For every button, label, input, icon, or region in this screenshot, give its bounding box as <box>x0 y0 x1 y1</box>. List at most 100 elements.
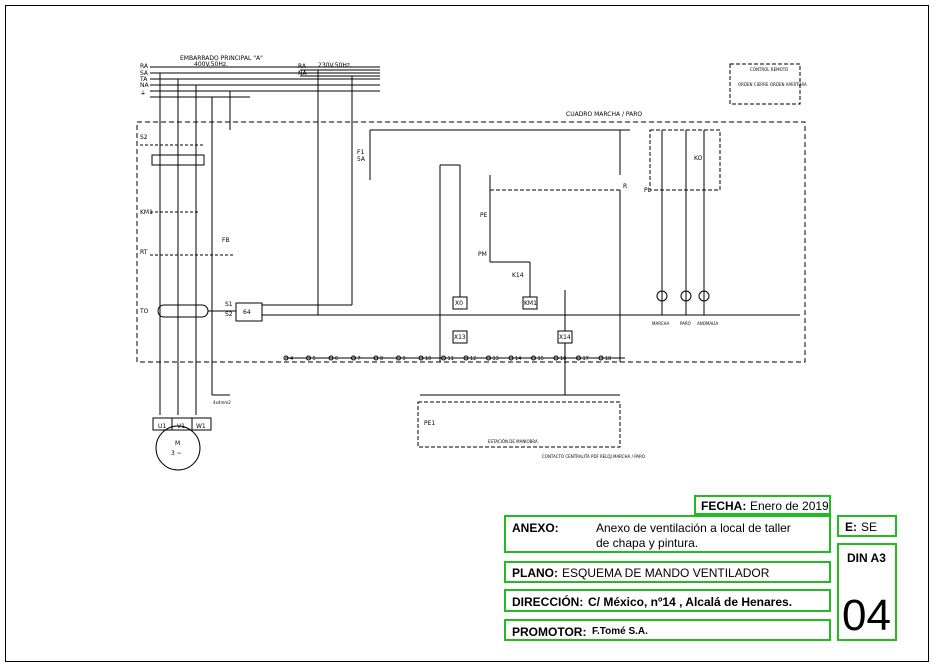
motor-terminal-v1: V1 <box>177 423 185 430</box>
remote-close: ORDEN CIERRE <box>738 82 769 87</box>
busbar-main-spec: 400V.50Hz. <box>194 61 228 68</box>
phase-na: NA <box>140 82 149 89</box>
fecha-box: FECHA: Enero de 2019 <box>694 495 831 515</box>
terminal-number: 4 <box>290 356 293 362</box>
terminal-number: 12 <box>470 356 476 362</box>
phase-ground: ⏚ <box>140 90 146 97</box>
device-rt: RT <box>140 249 148 256</box>
plano-box: PLANO: ESQUEMA DE MANDO VENTILADOR <box>504 561 831 583</box>
phase-ra: RA <box>140 63 149 70</box>
panel-label: CUADRO MARCHA / PARO <box>566 111 642 118</box>
ground-note: 4x4mm2 <box>213 400 231 405</box>
device-k14: K14 <box>512 272 524 279</box>
direccion-value: C/ México, nº14 , Alcalá de Henares. <box>588 595 793 609</box>
terminal-number: 18 <box>605 356 611 362</box>
fecha-label: FECHA: <box>701 499 747 513</box>
anexo-value-line2: de chapa y pintura. <box>596 536 699 550</box>
motor-terminal-u1: U1 <box>158 423 166 430</box>
device-f1-rating: 5A <box>357 156 366 163</box>
motor-sub: 3 ~ <box>171 450 182 457</box>
terminal-number: 15 <box>538 356 544 362</box>
terminal-number: 11 <box>448 356 454 362</box>
terminal-point <box>531 355 536 361</box>
device-s2b: S2 <box>225 311 233 318</box>
direccion-label: DIRECCIÓN: <box>512 595 584 609</box>
din-label: DIN A3 <box>847 551 886 565</box>
motor-label: M <box>175 440 180 447</box>
terminal-point <box>441 355 446 361</box>
terminal-number: 16 <box>560 356 566 362</box>
busbar-main-label: EMBARRADO PRINCIPAL "A" <box>180 55 263 62</box>
e-value: SE <box>861 520 878 534</box>
direccion-box: DIRECCIÓN: C/ México, nº14 , Alcalá de H… <box>504 589 831 612</box>
device-x14: X14 <box>559 334 571 341</box>
device-f1: F1 <box>357 149 364 156</box>
device-r: R <box>623 183 627 190</box>
device-pm: PM <box>478 251 487 258</box>
aux-phase-ra: RA <box>298 63 307 70</box>
terminal-point <box>418 355 424 361</box>
device-pl: PL <box>644 187 652 194</box>
plano-value: ESQUEMA DE MANDO VENTILADOR <box>562 566 770 580</box>
sheet-box: DIN A3 04 <box>837 543 897 641</box>
terminal-point <box>486 355 491 361</box>
drawing-frame <box>5 5 929 662</box>
anexo-value-line1: Anexo de ventilación a local de taller <box>596 521 791 535</box>
terminal-number: 13 <box>493 356 499 362</box>
device-x0: X0 <box>455 300 463 307</box>
terminal-number: 17 <box>583 356 589 362</box>
terminal-point <box>283 355 289 361</box>
terminal-point <box>373 355 379 361</box>
station-label: ESTACIÓN DE MANIOBRA <box>488 439 538 444</box>
device-s2: S2 <box>140 134 148 141</box>
remote-title: CONTROL REMOTO <box>750 67 788 72</box>
motor-terminal-w1: W1 <box>196 423 206 430</box>
device-km1-coil: KM1 <box>524 300 537 307</box>
promotor-value: F.Tomé S.A. <box>592 626 648 637</box>
promotor-label: PROMOTOR: <box>512 625 587 639</box>
e-label: E: <box>845 520 857 534</box>
lamp-label-anomalia: ANOMALÍA <box>697 321 718 326</box>
terminal-number: 10 <box>425 356 431 362</box>
terminal-point <box>508 355 514 361</box>
remote-open: ORDEN APERTURA <box>770 82 807 87</box>
device-s1: S1 <box>225 301 233 308</box>
aux-phase-na: NA <box>298 70 307 77</box>
busbar-aux-spec: 230V.50Hz. <box>318 62 352 69</box>
terminal-number: 7 <box>358 356 361 362</box>
terminal-point <box>306 355 311 361</box>
terminal-number: 9 <box>403 356 406 362</box>
promotor-box: PROMOTOR: F.Tomé S.A. <box>504 619 831 641</box>
relay-note: RELOJ MARCHA / PARO <box>600 454 645 459</box>
sheet-number: 04 <box>842 591 891 640</box>
e-box: E: SE <box>837 515 897 537</box>
device-x13: X13 <box>454 334 466 341</box>
terminal-number: 8 <box>380 356 383 362</box>
terminal-number: 6 <box>335 356 338 362</box>
device-64: 64 <box>243 309 251 316</box>
fecha-value: Enero de 2019 <box>750 499 829 513</box>
terminal-point <box>351 355 356 361</box>
terminal-point <box>463 355 469 361</box>
lamp-label-marcha: MARCHA <box>652 321 670 326</box>
device-ko: KO <box>694 155 703 162</box>
device-pe1: PE1 <box>424 420 435 427</box>
terminal-number: 5 <box>313 356 316 362</box>
device-fb: FB <box>222 237 230 244</box>
device-km1: KM1 <box>140 209 153 216</box>
device-to: TO <box>139 308 149 315</box>
anexo-label: ANEXO: <box>512 521 559 535</box>
device-pe: PE <box>480 212 488 219</box>
phase-sa: SA <box>140 70 149 77</box>
plano-label: PLANO: <box>512 566 558 580</box>
terminal-number: 14 <box>515 356 521 362</box>
anexo-box: ANEXO: Anexo de ventilación a local de t… <box>504 515 831 553</box>
terminal-point <box>598 355 604 361</box>
terminal-point <box>396 355 401 361</box>
terminal-point <box>328 355 334 361</box>
contact-note: CONTACTO CENTRALITA PDF <box>542 454 600 459</box>
lamp-label-paro: PARO <box>680 321 691 326</box>
terminal-point <box>553 355 559 361</box>
terminal-point <box>576 355 581 361</box>
